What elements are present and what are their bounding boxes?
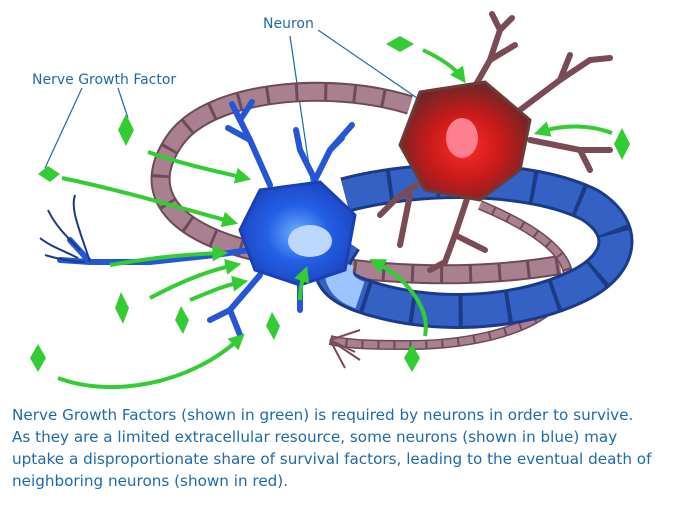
caption-line: Nerve Growth Factors (shown in green) is… [12,406,634,424]
blue-axon-terminals [39,194,91,263]
red-axon [150,81,574,351]
caption-line: uptake a disproportionate share of survi… [12,450,652,468]
neuron-illustration [30,11,634,389]
red-neuron-nucleus [446,118,478,158]
growth-factor-molecules [30,36,630,372]
blue-neuron-nucleus [288,225,332,257]
neuron-label: Neuron [263,16,314,32]
caption: Nerve Growth Factors (shown in green) is… [12,404,692,492]
growth-factor-arrows [57,48,613,389]
caption-line: neighboring neurons (shown in red). [12,472,289,490]
red-axon-terminals [329,329,361,369]
caption-line: As they are a limited extracellular reso… [12,428,618,446]
nerve-growth-factor-label: Nerve Growth Factor [32,72,177,88]
